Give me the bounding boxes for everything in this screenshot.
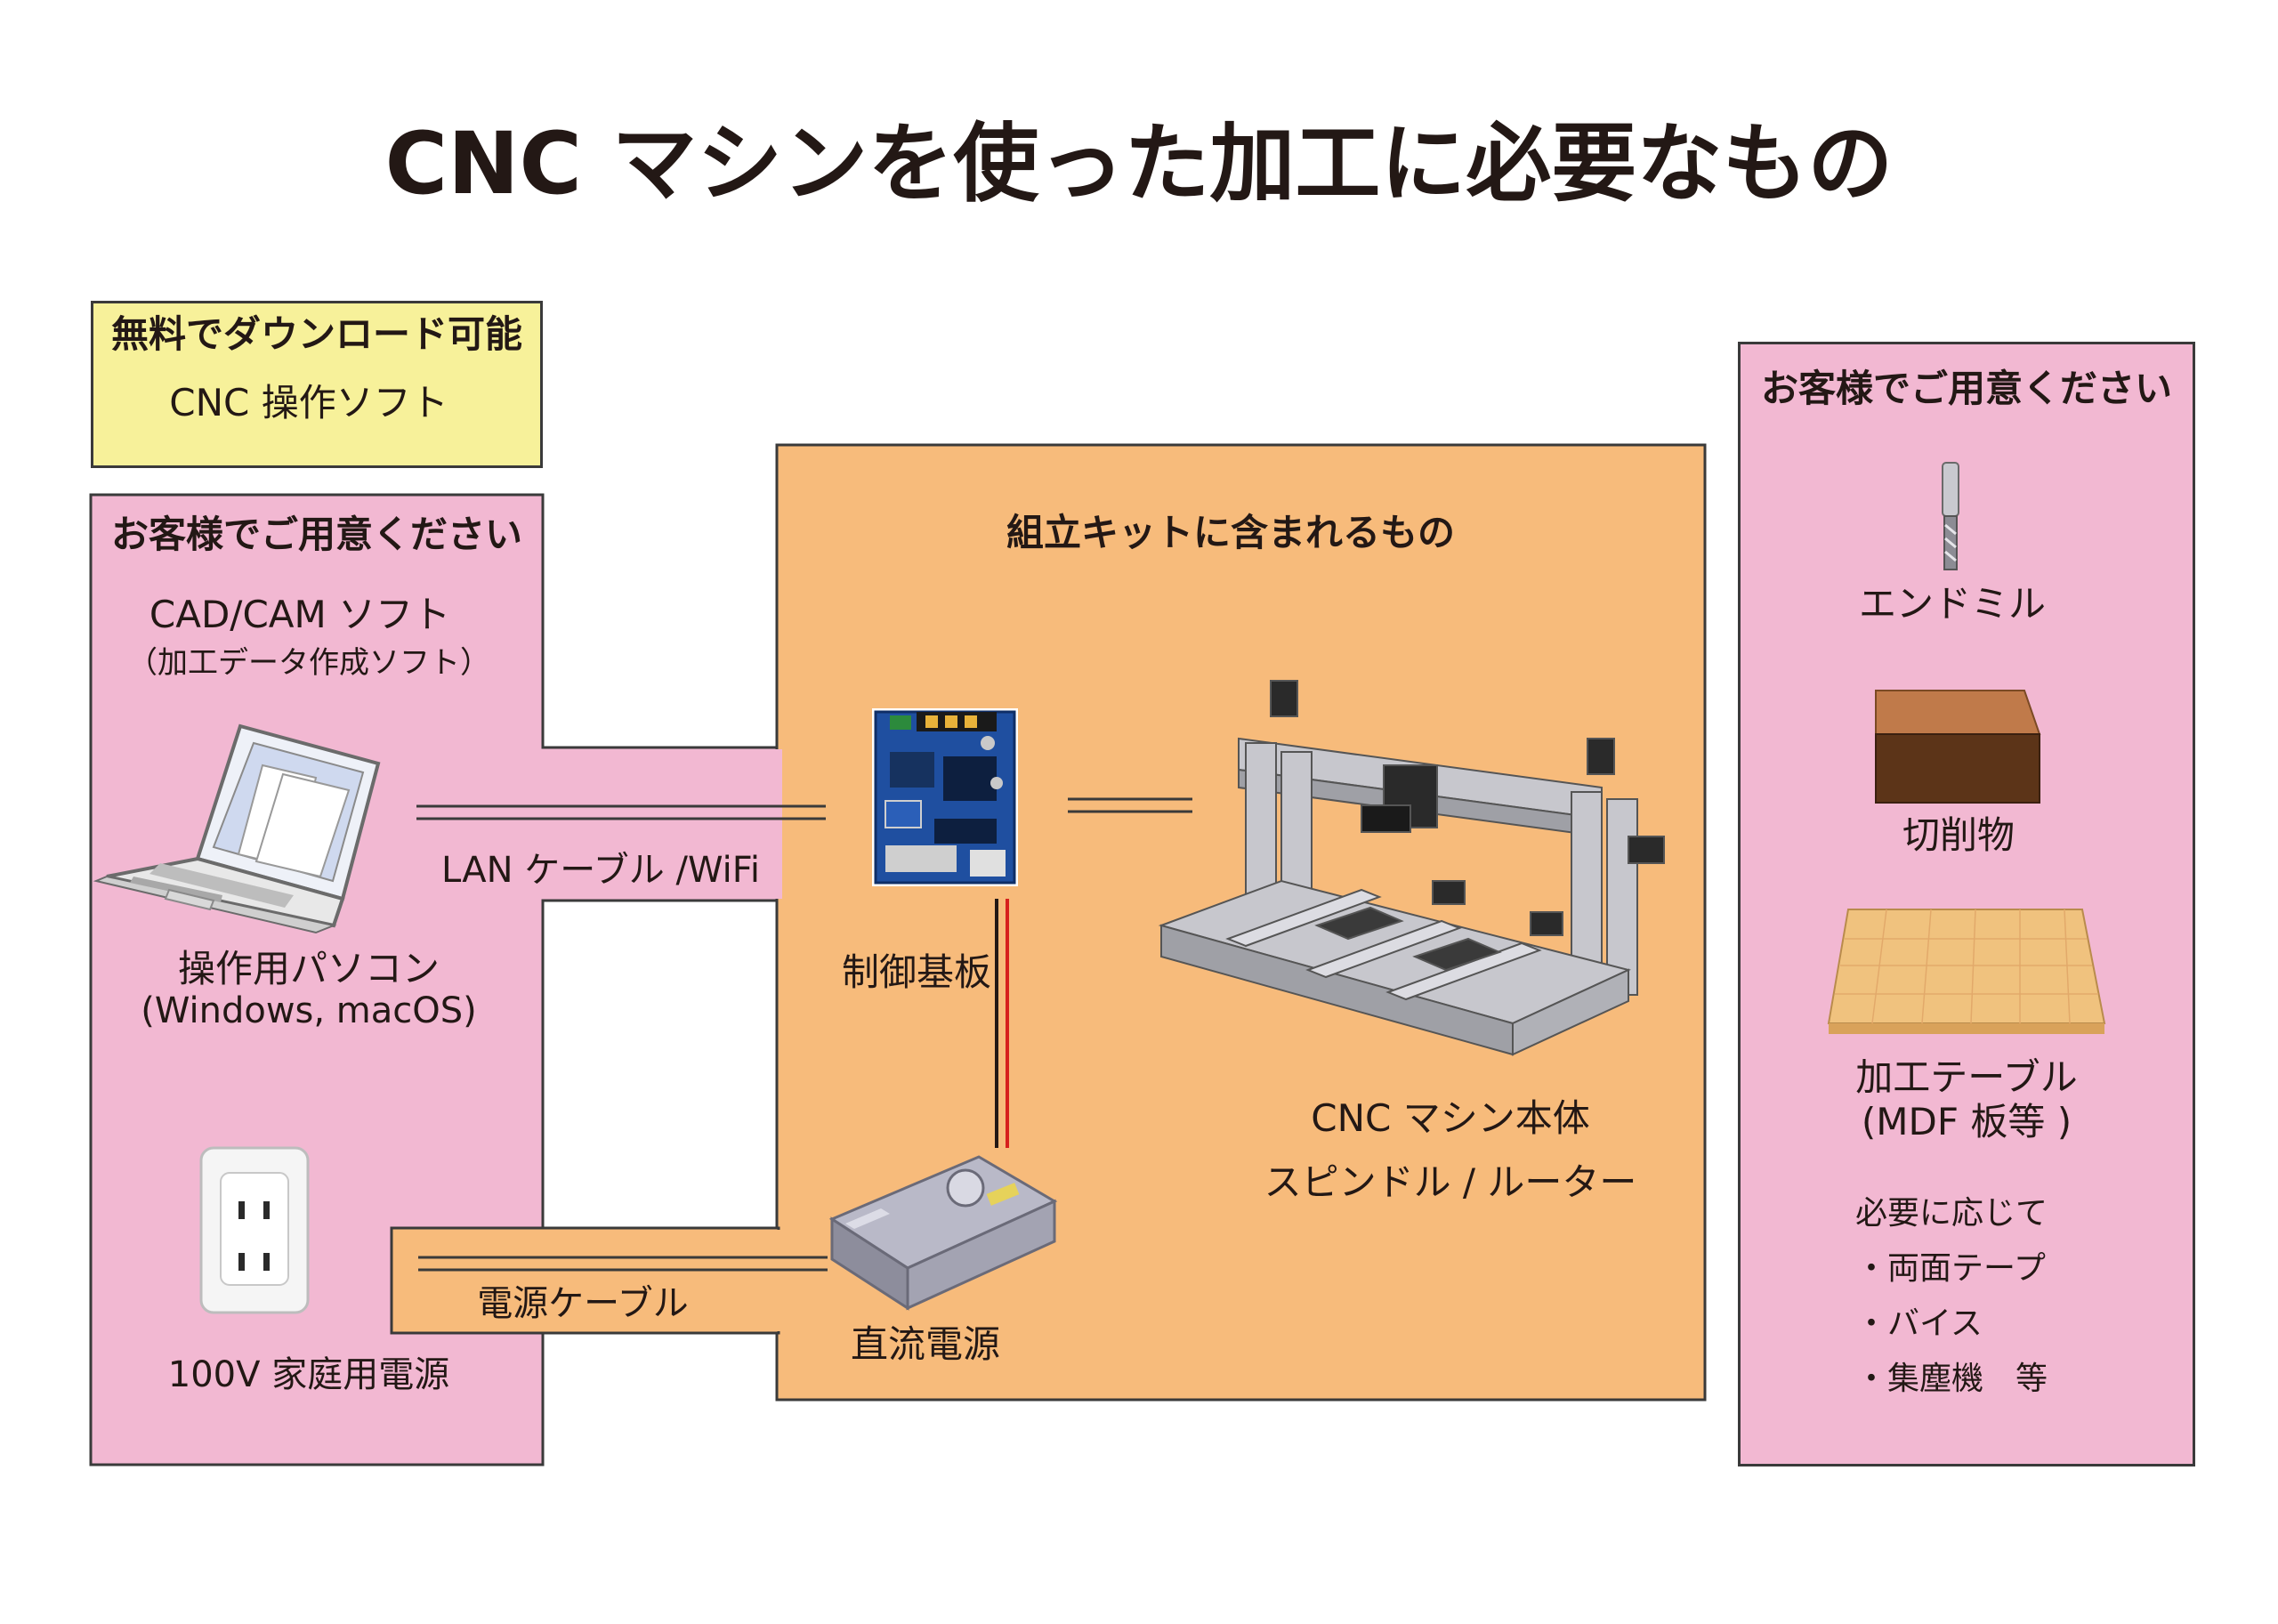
kit-panel-header: 組立キットに含まれるもの bbox=[1006, 511, 1455, 554]
lan-cable-label: LAN ケーブル /WiFi bbox=[441, 850, 760, 891]
endmill-label: エンドミル bbox=[1858, 582, 2046, 626]
cnc-machine-label: CNC マシン本体 bbox=[1311, 1096, 1590, 1140]
workpiece-icon bbox=[1875, 690, 2041, 804]
cnc-machine-icon bbox=[1158, 680, 1665, 1056]
optional-item: ・バイス bbox=[1855, 1305, 1983, 1342]
page-title: CNC マシンを使った加工に必要なもの bbox=[384, 114, 1894, 214]
optional-item: ・両面テープ bbox=[1855, 1250, 2046, 1287]
optional-header: 必要に応じて bbox=[1855, 1195, 2048, 1232]
optional-item: ・集塵機 等 bbox=[1855, 1361, 2048, 1397]
workpiece-label: 切削物 bbox=[1902, 813, 2015, 857]
wall-outlet-icon bbox=[199, 1146, 310, 1314]
free-software-box bbox=[91, 301, 543, 468]
free-box-item: CNC 操作ソフト bbox=[169, 381, 448, 424]
software-label: CAD/CAM ソフト bbox=[149, 593, 451, 636]
free-box-header: 無料でダウンロード可能 bbox=[110, 312, 522, 356]
pc-os-label: (Windows, macOS) bbox=[141, 990, 477, 1031]
pc-label: 操作用パソコン bbox=[177, 947, 440, 990]
machining-table-icon bbox=[1827, 909, 2106, 1034]
power-cable-band bbox=[390, 1226, 780, 1335]
dc-power-label: 直流電源 bbox=[850, 1322, 1000, 1366]
control-board-icon bbox=[872, 708, 1018, 886]
dc-power-supply-icon bbox=[828, 1155, 1058, 1311]
table-label: 加工テーブル bbox=[1855, 1055, 2078, 1099]
table-note: (MDF 板等 ) bbox=[1861, 1100, 2072, 1143]
laptop-icon bbox=[93, 723, 381, 934]
endmill-icon bbox=[1942, 462, 1959, 570]
right-panel-header: お客様でご用意ください bbox=[1760, 367, 2172, 410]
left-panel-header: お客様でご用意ください bbox=[110, 513, 522, 556]
lan-band-join bbox=[775, 749, 782, 899]
software-note: （加工データ作成ソフト） bbox=[127, 645, 490, 681]
right-customer-panel bbox=[1738, 342, 2195, 1466]
spindle-label: スピンドル / ルーター bbox=[1264, 1160, 1637, 1204]
power-cable-label: 電源ケーブル bbox=[477, 1283, 689, 1324]
control-board-label: 制御基板 bbox=[841, 950, 991, 994]
power-band-join bbox=[775, 1230, 782, 1331]
outlet-label: 100V 家庭用電源 bbox=[167, 1354, 450, 1395]
